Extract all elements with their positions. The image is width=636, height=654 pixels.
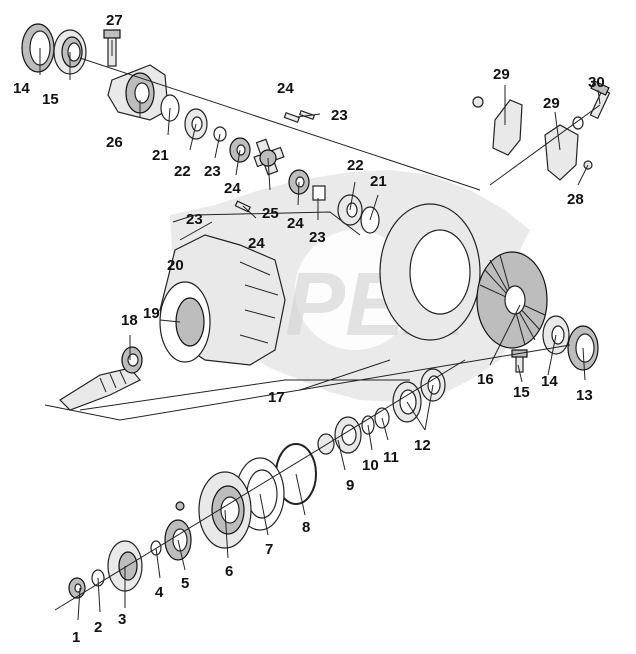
callout-14-right: 14 (541, 373, 558, 390)
leader-lines (39, 40, 601, 621)
part-1-nut (68, 577, 86, 599)
part-29-bearing-cap-a (492, 99, 523, 156)
callout-26: 26 (106, 134, 123, 151)
callout-24-a: 24 (224, 180, 241, 197)
callout-12: 12 (414, 437, 431, 454)
part-23-pin-a (298, 109, 316, 121)
callout-20: 20 (167, 257, 184, 274)
part-24-pin-a (283, 111, 301, 123)
part-6-plug (175, 501, 185, 511)
part-18-bearing (121, 346, 143, 374)
part-29-nut (472, 96, 484, 108)
callout-27: 27 (106, 12, 123, 29)
callout-16: 16 (477, 371, 494, 388)
callout-22-mid: 22 (347, 157, 364, 174)
part-19-20-diff-case (159, 234, 286, 366)
callout-21-top: 21 (152, 147, 169, 164)
callout-11: 11 (383, 449, 399, 466)
part-14-seal-top (21, 23, 55, 73)
callout-1: 1 (72, 629, 80, 646)
callout-30: 30 (588, 74, 605, 91)
part-30-washer (572, 116, 584, 130)
callout-19: 19 (143, 305, 160, 322)
callout-15-top: 15 (42, 91, 59, 108)
callout-3: 3 (118, 611, 126, 628)
part-23-washer-b (312, 185, 326, 201)
callout-2: 2 (94, 619, 102, 636)
callout-28: 28 (567, 191, 584, 208)
callout-5: 5 (181, 575, 189, 592)
callout-29-right: 29 (543, 95, 560, 112)
callout-29-left: 29 (493, 66, 510, 83)
callout-6: 6 (225, 563, 233, 580)
callout-22-top: 22 (174, 163, 191, 180)
part-16-ring-gear (379, 203, 481, 341)
callout-14-top: 14 (13, 80, 30, 97)
callout-13: 13 (576, 387, 593, 404)
callout-24-c: 24 (248, 235, 265, 252)
callout-23-d: 23 (331, 107, 348, 124)
part-26-case-half (107, 64, 169, 121)
callout-4: 4 (155, 584, 164, 601)
callout-24-d: 24 (277, 80, 294, 97)
callout-18: 18 (121, 312, 138, 329)
callout-25: 25 (262, 205, 279, 222)
part-16-bevel-gear (476, 251, 548, 349)
callout-10: 10 (362, 457, 379, 474)
callout-23-c: 23 (186, 211, 203, 228)
callout-17: 17 (268, 389, 285, 406)
part-20-outline (172, 211, 361, 236)
part-17-pinion-shaft (59, 367, 141, 411)
callout-7: 7 (265, 541, 273, 558)
callout-24-b: 24 (287, 215, 304, 232)
callout-8: 8 (302, 519, 310, 536)
part-9-bearing (317, 416, 362, 455)
callout-23-b: 23 (309, 229, 326, 246)
callout-9: 9 (346, 477, 354, 494)
callout-labels: 1 2 3 4 5 6 7 8 9 10 11 12 13 14 15 16 1… (13, 12, 605, 646)
callout-15-right: 15 (513, 384, 530, 401)
callout-21-mid: 21 (370, 173, 387, 190)
callout-23-a: 23 (204, 163, 221, 180)
